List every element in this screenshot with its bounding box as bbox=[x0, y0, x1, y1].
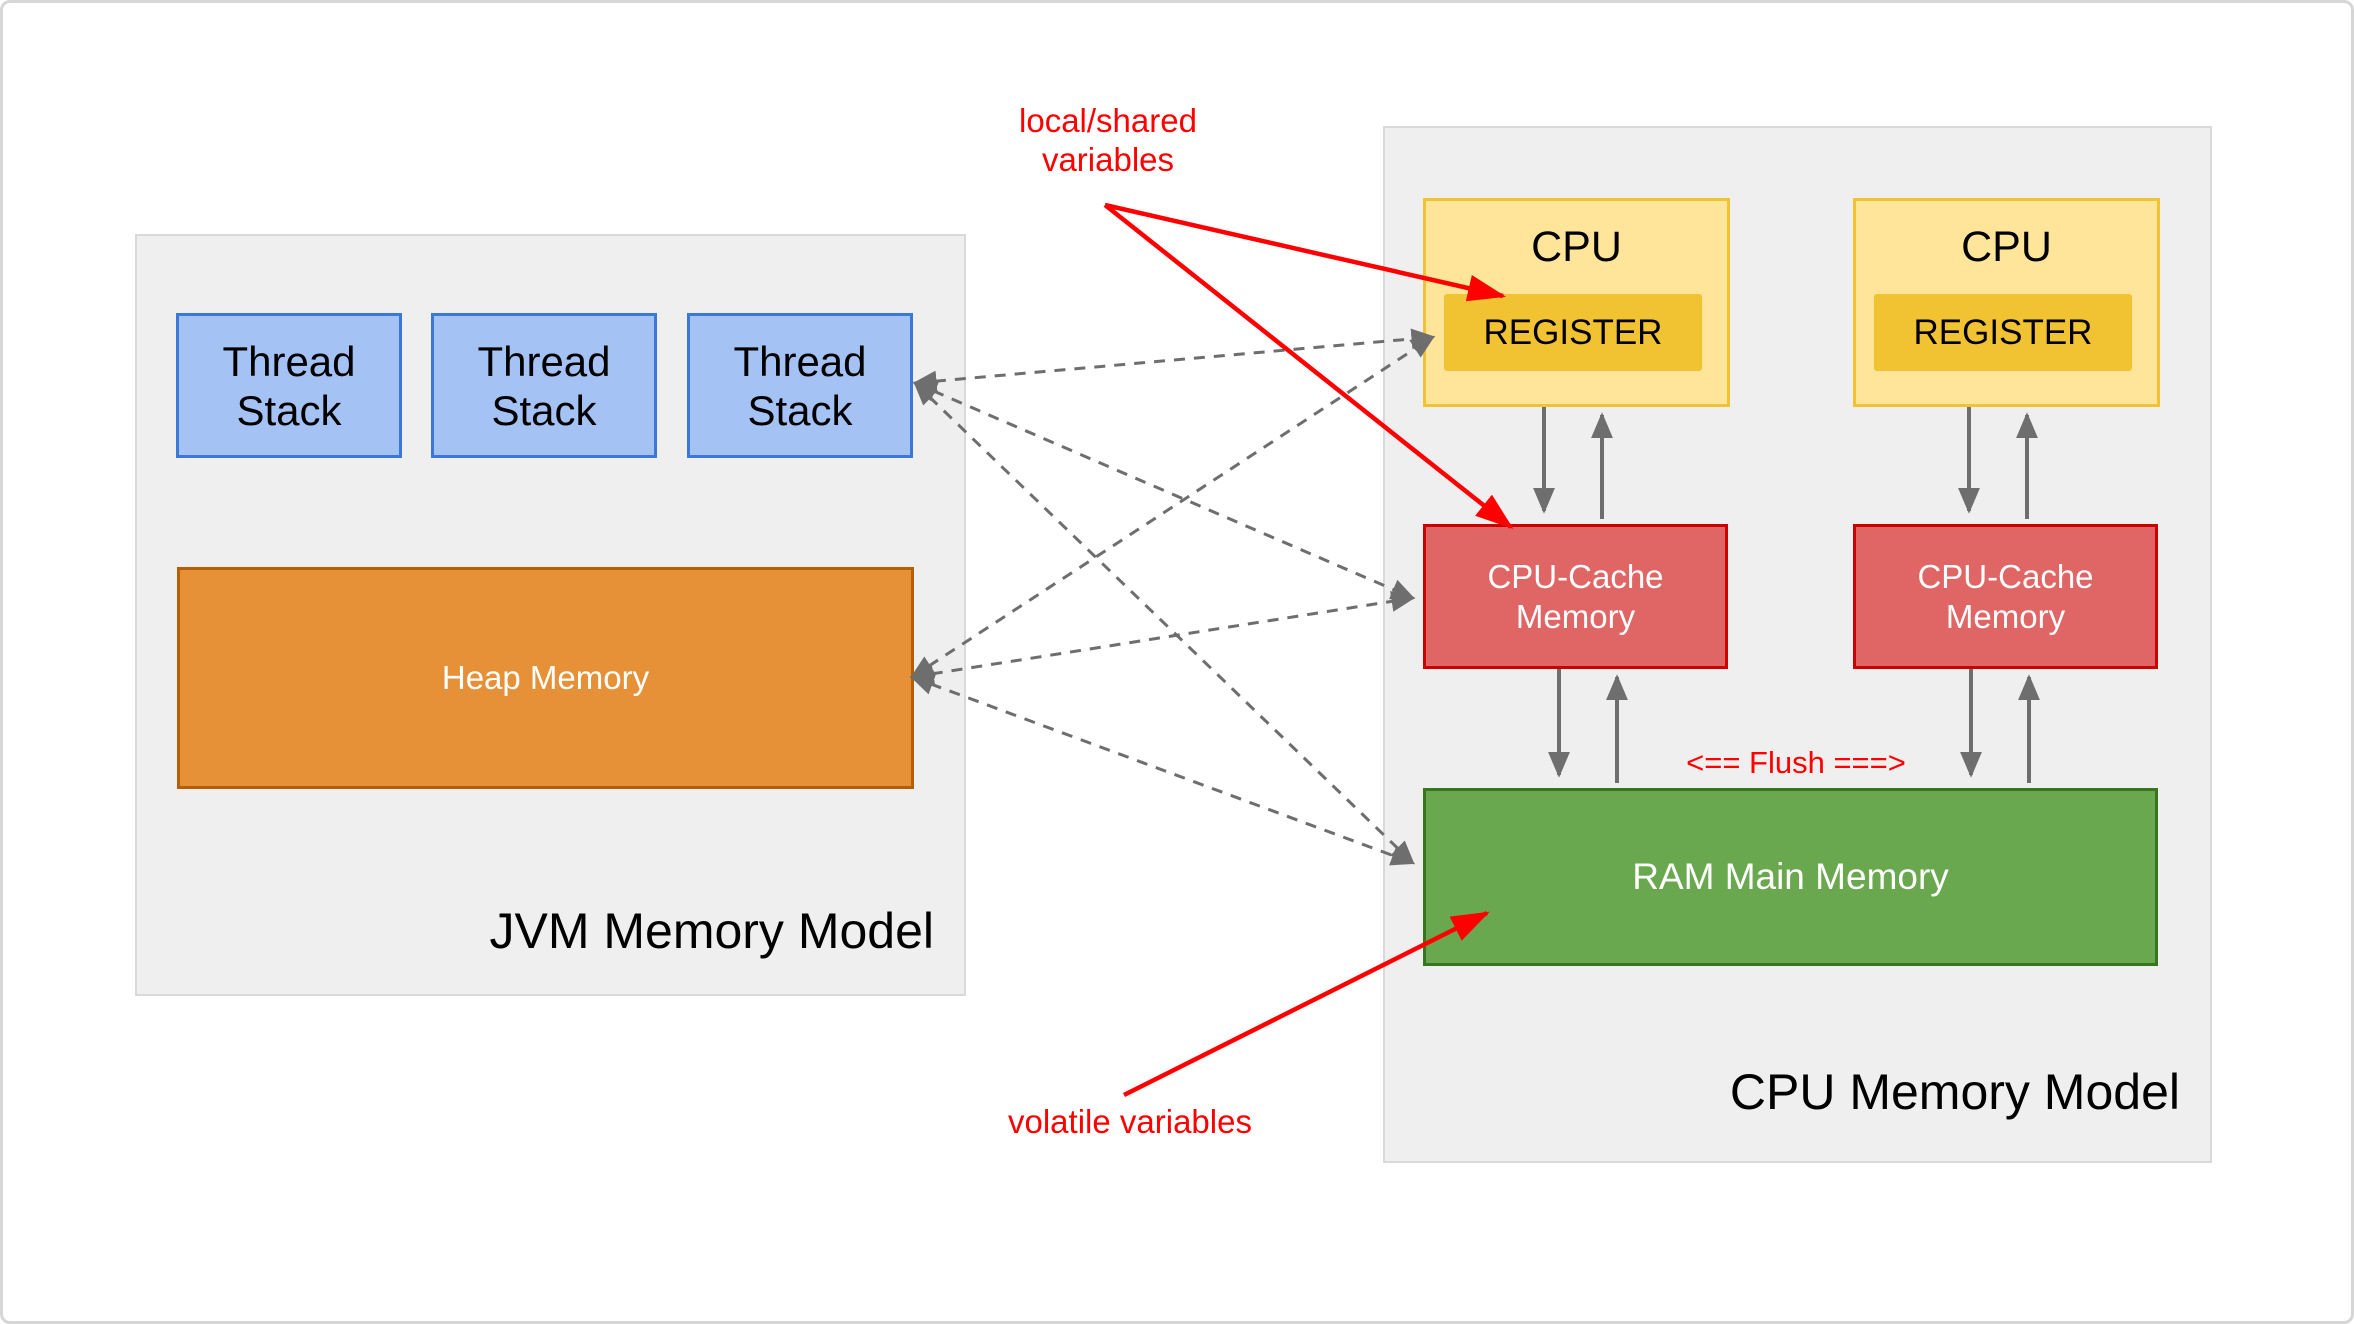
cpu-memory-model-panel: CPU REGISTER CPU REGISTER CPU-Cache Memo… bbox=[1383, 126, 2212, 1163]
jvm-memory-model-panel: Thread Stack Thread Stack Thread Stack H… bbox=[135, 234, 966, 996]
thread-stack-1: Thread Stack bbox=[176, 313, 402, 458]
thread-stack-label: Thread Stack bbox=[222, 337, 356, 434]
heap-memory: Heap Memory bbox=[177, 567, 914, 789]
local-shared-variables-note: local/shared variables bbox=[1019, 102, 1197, 178]
connector-ts-ram bbox=[913, 381, 1415, 865]
cpu-cache-label: CPU-Cache Memory bbox=[1487, 557, 1664, 635]
jvm-panel-title: JVM Memory Model bbox=[489, 903, 934, 959]
ram-main-memory: RAM Main Memory bbox=[1423, 788, 2158, 966]
thread-stack-label: Thread Stack bbox=[733, 337, 867, 434]
connector-heap-register bbox=[909, 335, 1436, 679]
ram-label: RAM Main Memory bbox=[1632, 856, 1949, 897]
cpu-panel-title: CPU Memory Model bbox=[1729, 1064, 2180, 1120]
heap-memory-label: Heap Memory bbox=[441, 659, 650, 696]
register-2: REGISTER bbox=[1874, 294, 2132, 371]
cpu-cache-label: CPU-Cache Memory bbox=[1917, 557, 2094, 635]
cpu-label: CPU bbox=[1961, 223, 2052, 271]
register-1: REGISTER bbox=[1444, 294, 1702, 371]
cpu-cache-2: CPU-Cache Memory bbox=[1853, 524, 2158, 669]
volatile-variables-note: volatile variables bbox=[1008, 1103, 1252, 1140]
thread-stack-label: Thread Stack bbox=[477, 337, 611, 434]
dashed-connectors bbox=[909, 328, 1436, 866]
cpu-label: CPU bbox=[1531, 223, 1622, 271]
connector-ts-register bbox=[912, 328, 1436, 392]
connector-heap-cache bbox=[909, 590, 1416, 685]
cpu-cache-1: CPU-Cache Memory bbox=[1423, 524, 1728, 669]
cpu-2: CPU REGISTER bbox=[1853, 198, 2160, 407]
flush-note: <== Flush ===> bbox=[1686, 745, 1906, 780]
connector-ts-cache bbox=[912, 381, 1416, 600]
cpu-1: CPU REGISTER bbox=[1423, 198, 1730, 407]
connector-heap-ram bbox=[909, 674, 1416, 866]
thread-stack-3: Thread Stack bbox=[687, 313, 913, 458]
thread-stack-2: Thread Stack bbox=[431, 313, 657, 458]
